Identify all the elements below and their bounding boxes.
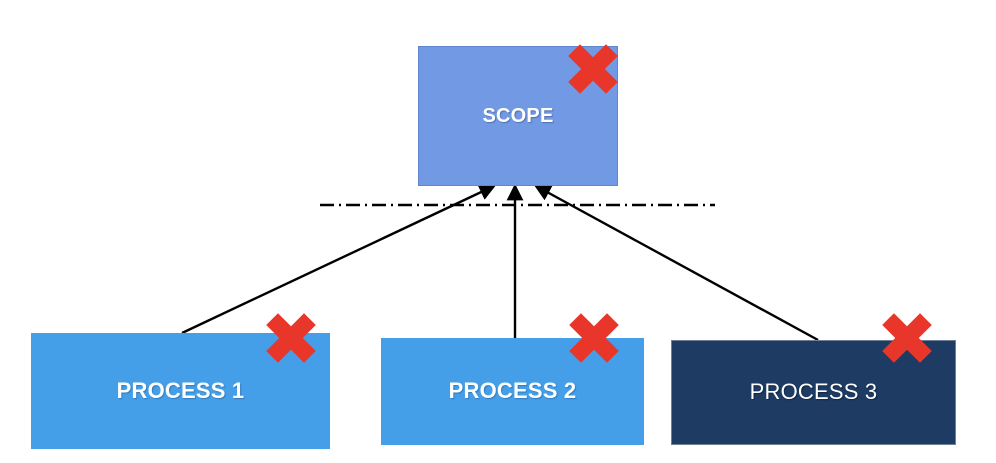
scope-box-label: SCOPE [482, 105, 554, 127]
process-2-box[interactable]: PROCESS 2 [381, 338, 644, 445]
connector-process-1-to-scope [181, 184, 497, 335]
process-3-box-label: PROCESS 3 [749, 379, 878, 405]
scope-box[interactable]: SCOPE [418, 46, 618, 186]
process-2-box-label: PROCESS 2 [448, 378, 577, 404]
process-3-box[interactable]: PROCESS 3 [671, 340, 956, 445]
process-1-box-label: PROCESS 1 [116, 377, 245, 403]
connector-process-3-to-scope [533, 184, 819, 342]
process-1-box[interactable]: PROCESS 1 [31, 333, 330, 449]
